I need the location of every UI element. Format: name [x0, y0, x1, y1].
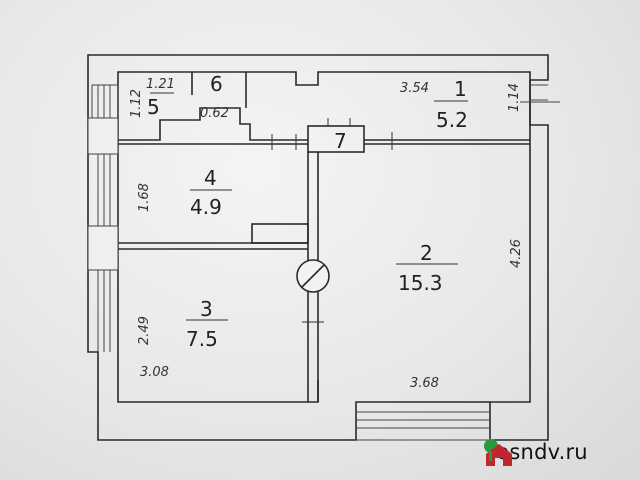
room-4-number: 4: [204, 166, 217, 190]
room-7-number: 7: [334, 129, 347, 153]
dim-room3-width: 3.08: [140, 365, 169, 380]
dim-room2-width: 3.68: [410, 376, 439, 391]
dim-room1-height: 1.14: [507, 83, 522, 112]
room-5-number: 5: [147, 95, 160, 119]
door-marks: [271, 118, 393, 323]
partitions: [118, 72, 530, 402]
dim-room1-width: 3.54: [400, 81, 429, 96]
inner-wall-top: [117, 71, 531, 403]
house-logo-icon: [484, 439, 512, 466]
room-6-number: 6: [210, 72, 223, 96]
dim-room4-height: 1.68: [137, 183, 152, 212]
room-3-number: 3: [200, 297, 213, 321]
dim-room5-width: 1.21: [146, 77, 175, 92]
room-2-area: 15.3: [398, 271, 443, 295]
dim-room6-width: 0.62: [200, 106, 229, 121]
watermark-logo: rosndv.ru: [482, 436, 588, 468]
dim-room5-height: 1.12: [129, 89, 144, 118]
dim-room2-height: 4.26: [509, 239, 524, 268]
room-4-area: 4.9: [190, 195, 222, 219]
room-1-number: 1: [454, 77, 467, 101]
dim-room3-height: 2.49: [137, 316, 152, 345]
room-3-area: 7.5: [186, 327, 218, 351]
right-window: [520, 84, 560, 103]
inner-wall: [117, 140, 319, 403]
utility-circle-icon: [296, 259, 330, 293]
room-2-number: 2: [420, 241, 433, 265]
room-1-area: 5.2: [436, 108, 468, 132]
room-label-dividers: [150, 92, 468, 321]
left-windows: [87, 84, 119, 352]
bottom-window: [356, 411, 490, 441]
